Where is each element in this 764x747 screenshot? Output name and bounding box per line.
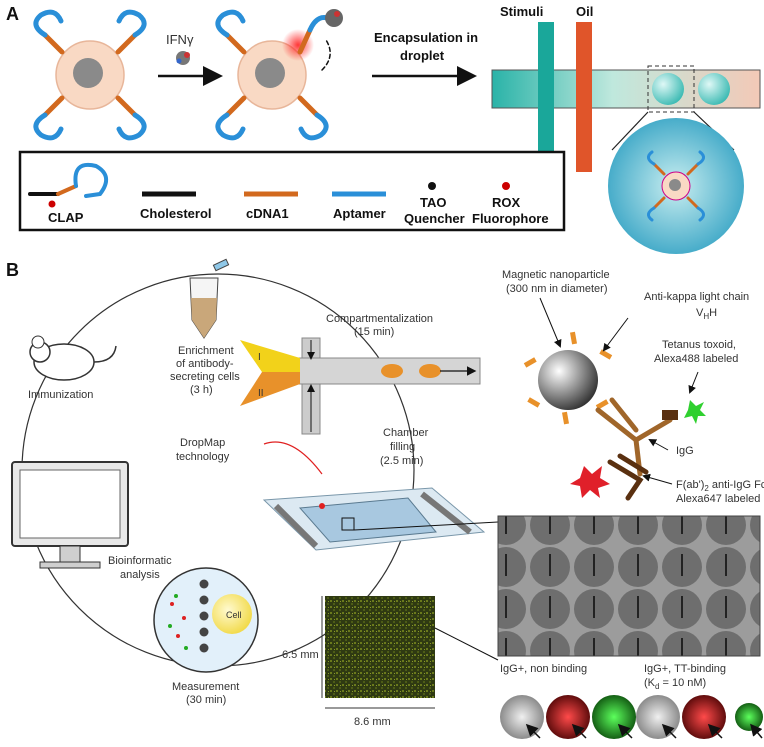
droplet-red-2 <box>682 695 726 739</box>
legend-aptamer: Aptamer <box>333 206 386 221</box>
dropmap-1: DropMap <box>180 437 225 449</box>
chamber-2: filling <box>390 441 415 453</box>
zoom-line-2 <box>434 627 499 661</box>
measurement-2: (30 min) <box>186 694 226 706</box>
legend-tao-2: Quencher <box>404 211 465 226</box>
dim-height: 6.5 mm <box>282 649 319 661</box>
ifn-arrow <box>158 51 223 86</box>
droplet-brightfield-2 <box>636 695 680 739</box>
igg-nonbinding-label: IgG+, non binding <box>500 663 587 675</box>
panel-b-label: B <box>6 260 19 280</box>
encapsulation-label-2: droplet <box>400 48 445 63</box>
cell-with-claps-2 <box>215 9 343 141</box>
encapsulation-label-1: Encapsulation in <box>374 30 478 45</box>
stimuli-label: Stimuli <box>500 4 543 19</box>
tube-icon <box>189 258 230 339</box>
droplet-brightfield-1 <box>500 695 544 739</box>
tetanus-2: Alexa488 labeled <box>654 353 738 365</box>
fluorescence-image <box>325 596 435 698</box>
droplet-chip <box>491 22 761 254</box>
droplet-array-image <box>497 515 761 657</box>
igg-tt-label-1: IgG+, TT-binding <box>644 663 726 675</box>
cell-with-claps-1 <box>33 9 147 141</box>
legend-cdna1: cDNA1 <box>246 206 289 221</box>
measurement-droplet <box>153 567 259 673</box>
legend-tao-1: TAO <box>420 195 446 210</box>
cell-label: Cell <box>226 610 242 620</box>
legend-rox-2: Fluorophore <box>472 211 549 226</box>
inlet-2: II <box>258 388 264 399</box>
magnetic-1: Magnetic nanoparticle <box>502 269 610 281</box>
igg-label: IgG <box>676 445 694 457</box>
chamber-chip <box>262 441 486 551</box>
nanoparticle-diagram <box>523 297 706 501</box>
rox-swatch <box>502 182 510 190</box>
droplet-green-2 <box>735 703 763 731</box>
enrichment-2: of antibody- <box>176 358 234 370</box>
droplet-green-1 <box>592 695 636 739</box>
droplet-red-1 <box>546 695 590 739</box>
droplet-channel-images <box>500 695 763 739</box>
computer-icon <box>11 461 129 569</box>
ifn-label: IFNγ <box>166 32 194 47</box>
zoom-line-1 <box>353 521 499 531</box>
igg-tt-label-2: (Kd = 10 nM) <box>644 677 706 691</box>
tetanus-1: Tetanus toxoid, <box>662 339 736 351</box>
inlet-1: I <box>258 352 261 363</box>
legend-clap: CLAP <box>48 210 84 225</box>
compartmentalization-label: Compartmentalization <box>326 313 433 325</box>
chamber-3: (2.5 min) <box>380 455 423 467</box>
enrichment-1: Enrichment <box>178 345 234 357</box>
oil-label: Oil <box>576 4 593 19</box>
enrichment-3: secreting cells <box>170 371 240 383</box>
legend-rox-1: ROX <box>492 195 521 210</box>
bioinformatic-1: Bioinformatic <box>108 555 172 567</box>
mouse-icon <box>29 335 117 381</box>
compartment-chip <box>240 337 481 435</box>
panel-a-label: A <box>6 4 19 24</box>
dropmap-2: technology <box>176 451 230 463</box>
compartmentalization-time: (15 min) <box>354 326 394 338</box>
enrichment-4: (3 h) <box>190 384 213 396</box>
clap-probe <box>33 9 147 141</box>
dim-width: 8.6 mm <box>354 716 391 728</box>
immunization-label: Immunization <box>28 389 93 401</box>
chamber-1: Chamber <box>383 427 429 439</box>
fab-1: F(ab')2 anti-IgG Fc, <box>676 479 764 493</box>
fab-2: Alexa647 labeled <box>676 493 760 505</box>
legend-cholesterol: Cholesterol <box>140 206 212 221</box>
magnetic-2: (300 nm in diameter) <box>506 283 608 295</box>
anti-kappa-2: VHH <box>696 307 717 321</box>
anti-kappa-1: Anti-kappa light chain <box>644 291 749 303</box>
legend-box <box>18 150 566 232</box>
tao-swatch <box>428 182 436 190</box>
measurement-1: Measurement <box>172 681 239 693</box>
bioinformatic-2: analysis <box>120 569 160 581</box>
